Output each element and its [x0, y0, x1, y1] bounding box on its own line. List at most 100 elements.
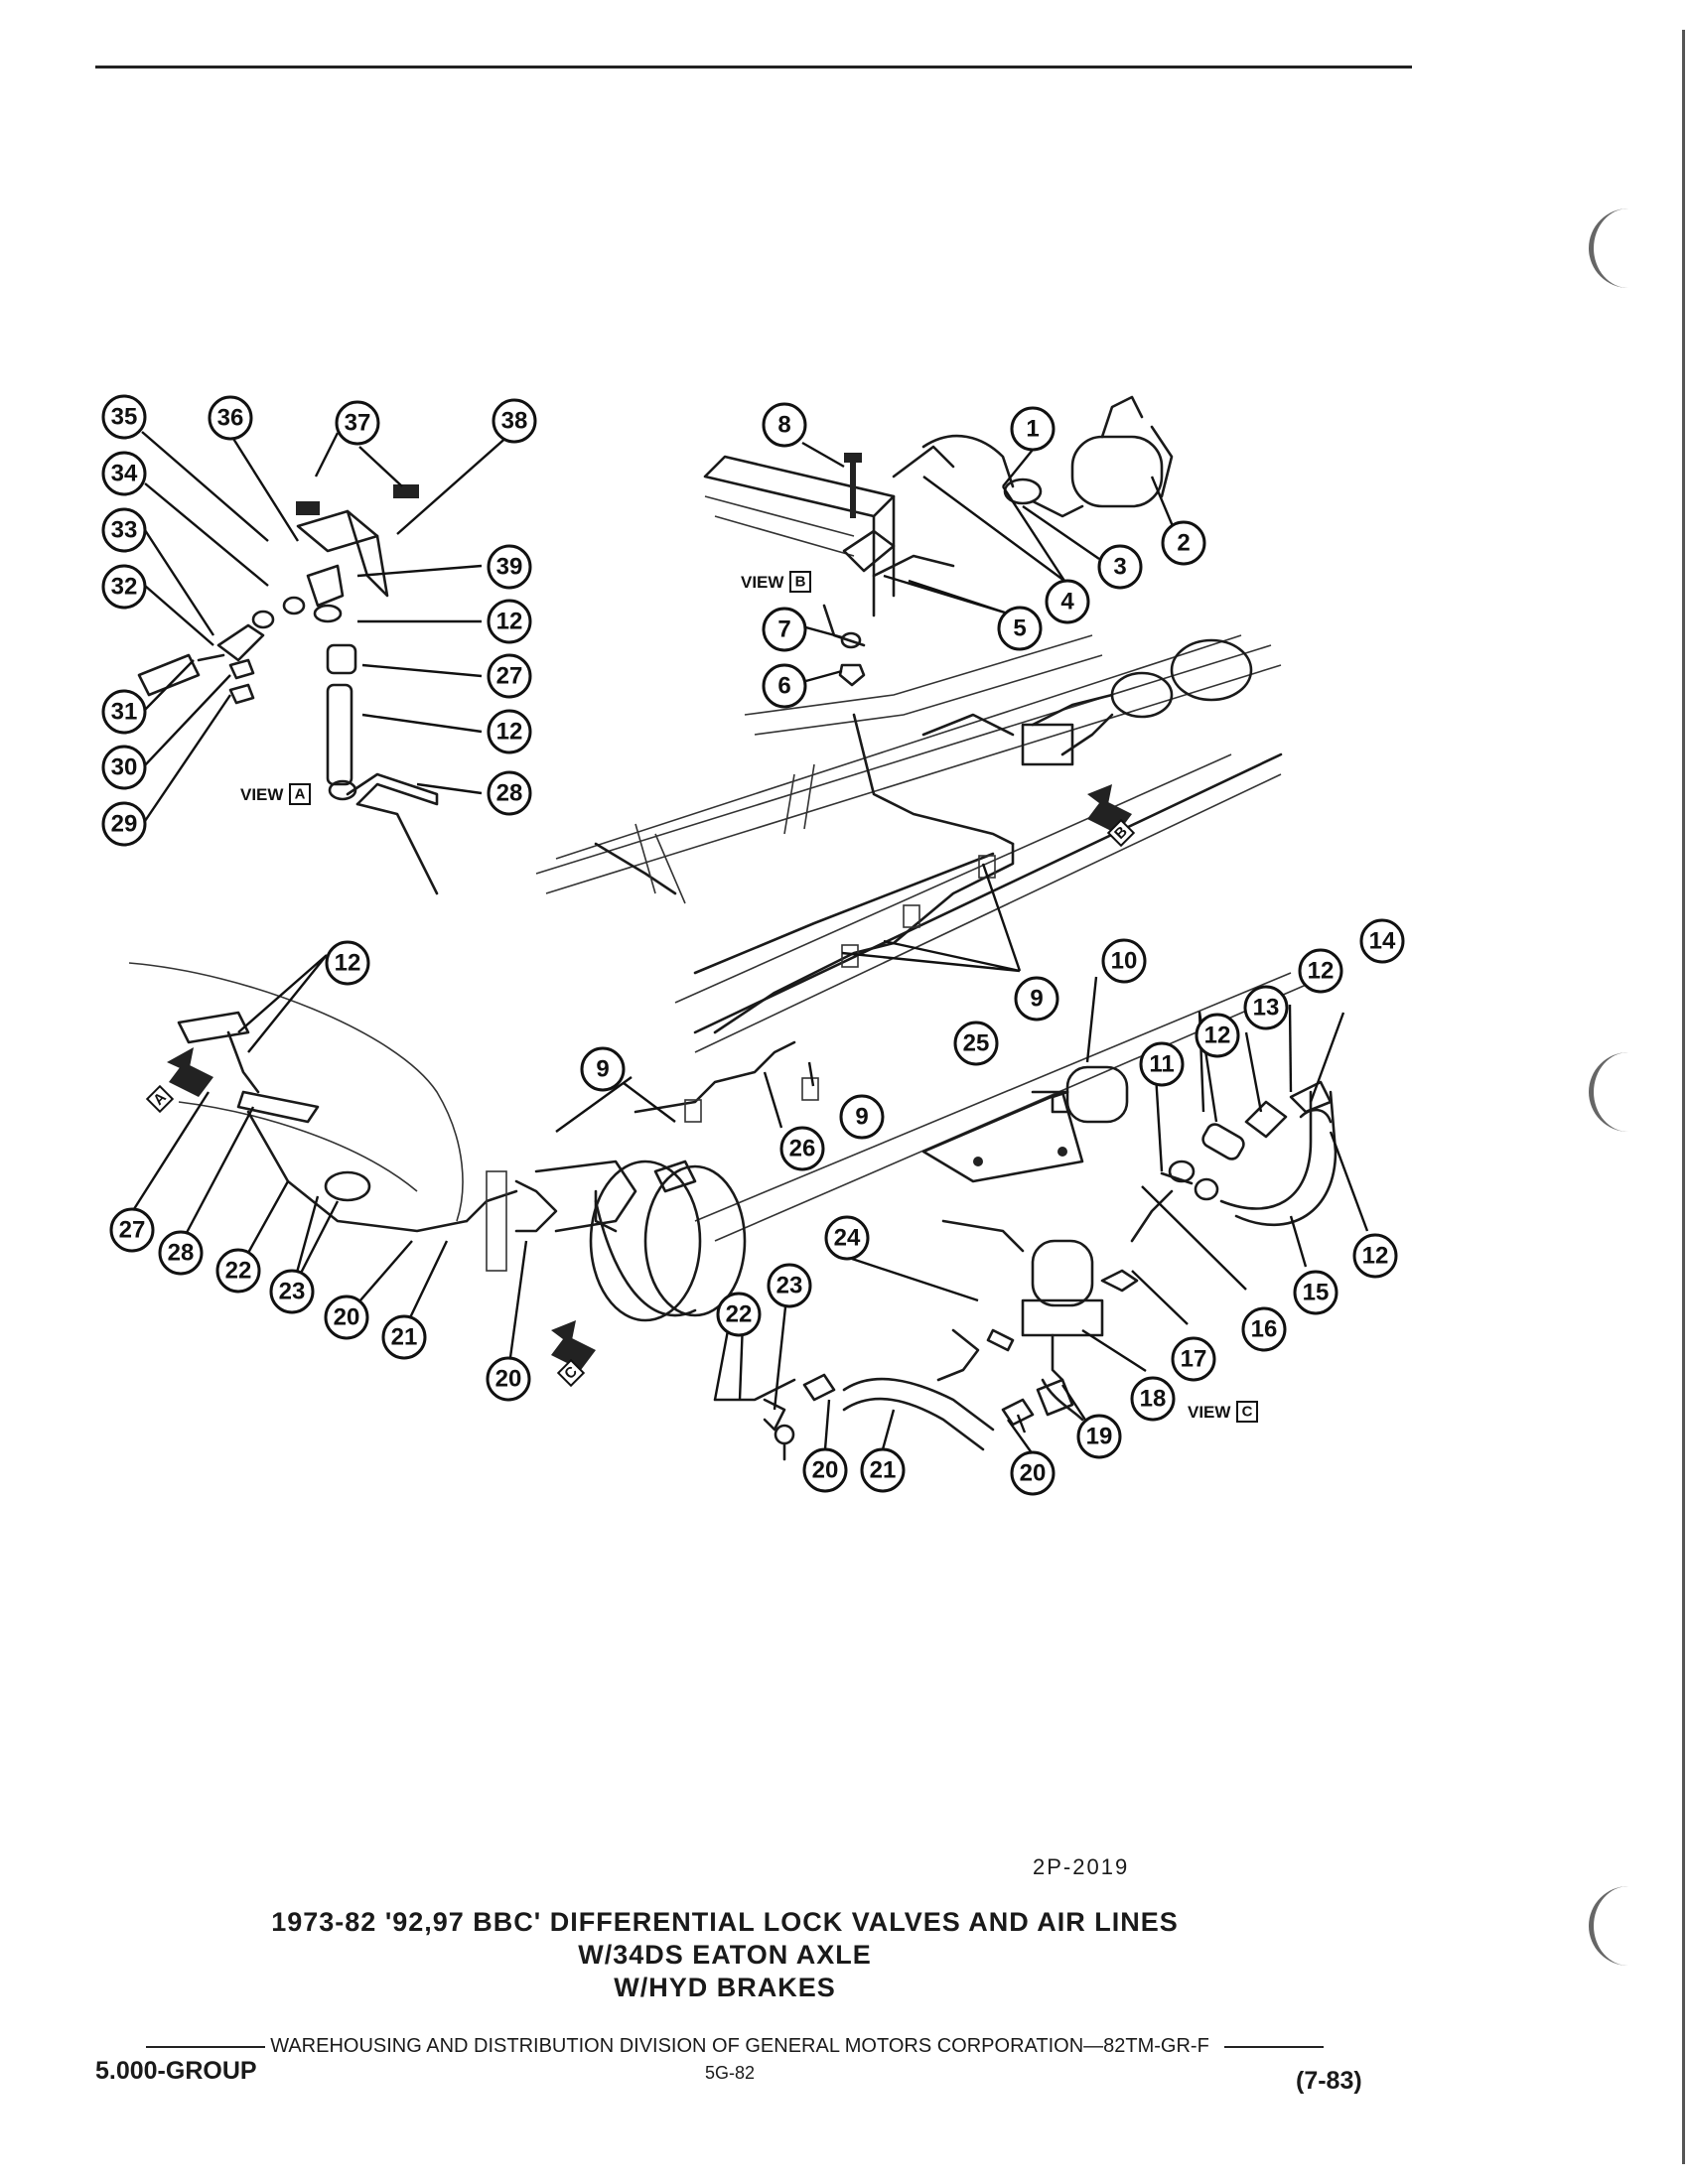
callout-15: 15: [1293, 1270, 1338, 1315]
view-label-c: VIEW C: [1188, 1401, 1258, 1423]
svg-text:10: 10: [1111, 948, 1138, 975]
callout-32: 32: [101, 564, 147, 610]
svg-text:6: 6: [777, 673, 790, 700]
svg-text:12: 12: [335, 950, 361, 977]
callout-5: 5: [997, 606, 1043, 651]
callout-21: 21: [381, 1314, 427, 1360]
callout-16: 16: [1241, 1306, 1287, 1352]
binder-hole-mark: [1589, 208, 1633, 288]
svg-text:4: 4: [1060, 589, 1074, 615]
svg-text:9: 9: [855, 1104, 868, 1131]
callout-20: 20: [324, 1295, 369, 1340]
view-arrow-b: B: [1087, 784, 1136, 848]
svg-text:16: 16: [1251, 1316, 1278, 1343]
callout-4: 4: [1045, 579, 1090, 624]
callout-22: 22: [215, 1248, 261, 1294]
top-rule: [95, 66, 1412, 68]
svg-text:20: 20: [495, 1366, 522, 1393]
svg-text:18: 18: [1140, 1386, 1167, 1413]
svg-text:34: 34: [111, 461, 138, 487]
svg-text:11: 11: [1149, 1051, 1174, 1078]
callout-20: 20: [1010, 1450, 1056, 1496]
svg-text:39: 39: [496, 554, 523, 581]
svg-text:15: 15: [1303, 1280, 1330, 1306]
view-letter: B: [795, 574, 806, 591]
view-word: VIEW: [741, 573, 784, 592]
svg-text:8: 8: [777, 412, 790, 439]
callouts: 35 36 37 38 34 33 32 31 30 29 39 12 27 1…: [101, 394, 1405, 1496]
callout-37: 37: [335, 400, 380, 446]
callout-35: 35: [101, 394, 147, 440]
callout-27: 27: [109, 1207, 155, 1253]
svg-text:5: 5: [1013, 615, 1026, 642]
callout-3: 3: [1097, 544, 1143, 590]
svg-text:20: 20: [1020, 1460, 1047, 1487]
callout-12: 12: [1352, 1233, 1398, 1279]
svg-text:36: 36: [217, 405, 244, 432]
callout-20: 20: [802, 1447, 848, 1493]
svg-text:30: 30: [111, 754, 138, 781]
callout-33: 33: [101, 507, 147, 553]
view-a-assembly: [137, 484, 439, 895]
svg-text:35: 35: [111, 404, 138, 431]
callout-1: 1: [1010, 406, 1056, 452]
callout-11: 11: [1139, 1041, 1185, 1087]
svg-text:14: 14: [1369, 928, 1396, 955]
svg-text:29: 29: [111, 811, 138, 838]
footer-rule: [145, 2045, 265, 2048]
svg-text:27: 27: [119, 1217, 146, 1244]
callout-8: 8: [762, 402, 807, 448]
svg-text:22: 22: [726, 1301, 753, 1328]
callout-29: 29: [101, 801, 147, 847]
callout-28: 28: [487, 770, 532, 816]
air-line-rail: [634, 713, 1015, 1123]
footer-group: 5.000-GROUP: [95, 2057, 257, 2085]
svg-text:31: 31: [111, 699, 138, 726]
footer-distribution-line: WAREHOUSING AND DISTRIBUTION DIVISION OF…: [89, 2035, 1380, 2058]
callout-28: 28: [158, 1230, 204, 1276]
svg-text:25: 25: [963, 1030, 990, 1057]
svg-text:20: 20: [812, 1457, 839, 1484]
page-edge: [1682, 30, 1685, 2164]
svg-text:17: 17: [1181, 1346, 1207, 1373]
callout-13: 13: [1243, 985, 1289, 1030]
callout-2: 2: [1161, 520, 1206, 566]
figure-code: 2P-2019: [1033, 1854, 1130, 1879]
figure-title-line: 1973-82 '92,97 BBC' DIFFERENTIAL LOCK VA…: [271, 1907, 1179, 1937]
view-letter: C: [1242, 1404, 1253, 1421]
svg-text:13: 13: [1253, 995, 1280, 1022]
callout-25: 25: [953, 1021, 999, 1066]
callout-12: 12: [325, 940, 370, 986]
binder-hole-mark: [1589, 1886, 1633, 1966]
svg-text:23: 23: [279, 1279, 306, 1305]
svg-text:7: 7: [777, 616, 790, 643]
callout-34: 34: [101, 451, 147, 496]
callout-26: 26: [779, 1126, 825, 1171]
callout-18: 18: [1130, 1376, 1176, 1422]
footer-distribution-text: WAREHOUSING AND DISTRIBUTION DIVISION OF…: [270, 2035, 1209, 2057]
svg-text:28: 28: [496, 780, 523, 807]
svg-text:38: 38: [501, 408, 528, 435]
callout-7: 7: [762, 607, 807, 652]
svg-text:1: 1: [1026, 416, 1039, 443]
left-rail-assembly: [128, 962, 747, 1322]
figure-title-line: W/HYD BRAKES: [614, 1973, 836, 2002]
svg-text:33: 33: [111, 517, 138, 544]
view-b-assembly: [703, 395, 1174, 687]
svg-text:12: 12: [1204, 1023, 1231, 1049]
footer-rule: [1224, 2045, 1325, 2048]
frame-rails: [535, 634, 1312, 1242]
callout-23: 23: [767, 1263, 812, 1308]
callout-6: 6: [762, 663, 807, 709]
callout-12: 12: [1195, 1013, 1240, 1058]
svg-text:24: 24: [834, 1225, 861, 1252]
svg-text:32: 32: [111, 574, 138, 601]
callout-9: 9: [1014, 976, 1059, 1022]
valve-assembly-b: [921, 638, 1253, 766]
callout-24: 24: [824, 1215, 870, 1261]
callout-20: 20: [486, 1356, 531, 1402]
svg-text:23: 23: [776, 1273, 803, 1299]
callout-23: 23: [269, 1269, 315, 1314]
callout-12: 12: [1298, 948, 1343, 994]
